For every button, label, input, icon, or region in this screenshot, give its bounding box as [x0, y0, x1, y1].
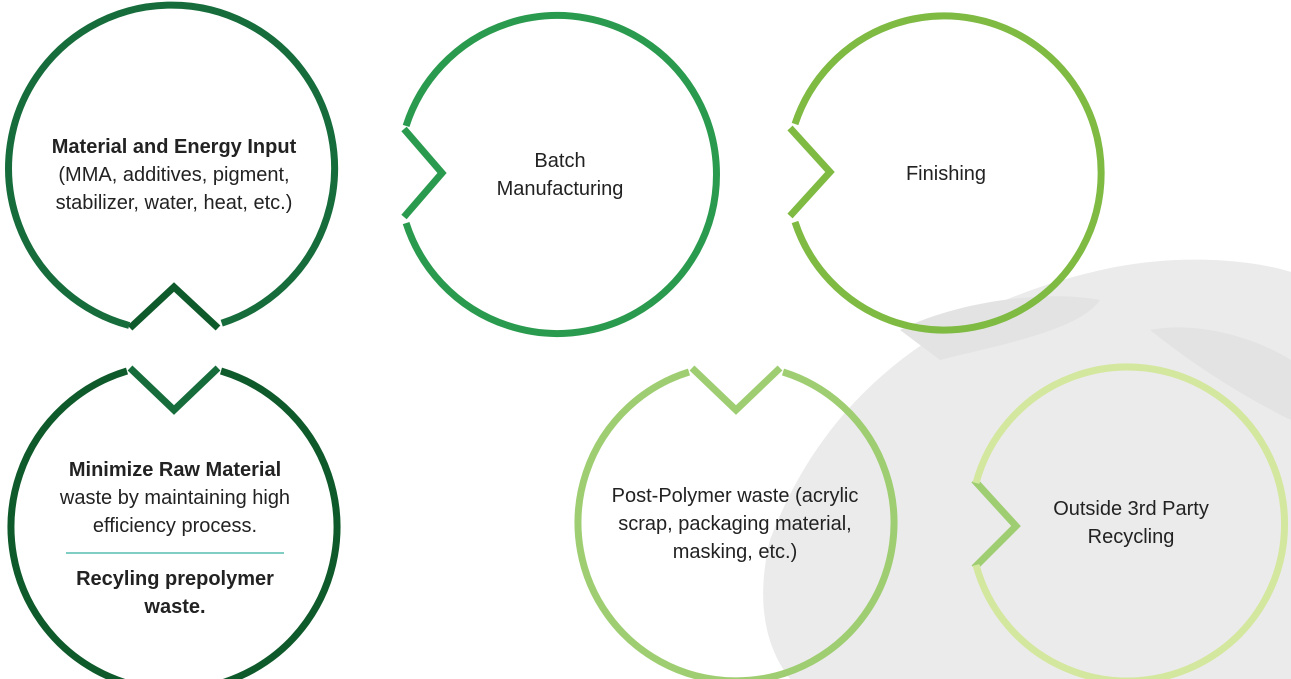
connector-arrow-to-recycling [971, 477, 1021, 571]
circle-minimize-waste [7, 367, 341, 679]
material-input-detail: (MMA, additives, pigment, stabilizer, wa… [55, 164, 293, 214]
circle-material-input [5, 1, 339, 329]
recycle-prepolymer-text: Recyling prepolymer waste. [76, 568, 274, 618]
connector-arrow-to-finishing [787, 125, 835, 219]
minimize-waste-divider [66, 552, 284, 554]
circle-post-polymer-waste [574, 368, 898, 679]
circle-batch-manufacturing [402, 12, 720, 337]
connector-arrow-to-batch [401, 126, 447, 220]
connector-arrow-to-post-polymer [689, 365, 783, 415]
node-third-party-recycling: Outside 3rd Party Recycling [1024, 495, 1238, 551]
batch-manufacturing-label: Batch Manufacturing [496, 150, 624, 200]
circle-third-party-recycling [972, 363, 1288, 679]
circle-finishing [791, 12, 1105, 334]
background-map [763, 259, 1291, 679]
finishing-label: Finishing [905, 163, 987, 185]
node-post-polymer-waste: Post-Polymer waste (acrylic scrap, packa… [594, 482, 876, 566]
third-party-recycling-label: Outside 3rd Party Recycling [1053, 498, 1209, 548]
node-batch-manufacturing: Batch Manufacturing [470, 147, 650, 203]
connector-arrow-up [127, 282, 221, 331]
minimize-waste-detail: waste by maintaining high efficiency pro… [59, 487, 291, 537]
post-polymer-waste-label: Post-Polymer waste (acrylic scrap, packa… [611, 485, 859, 563]
node-minimize-waste: Minimize Raw Material waste by maintaini… [30, 456, 320, 621]
connector-arrow-down [127, 365, 221, 415]
node-finishing: Finishing [866, 160, 1026, 188]
node-material-input: Material and Energy Input (MMA, additive… [22, 133, 326, 217]
minimize-waste-title: Minimize Raw Material [68, 459, 282, 481]
material-input-title: Material and Energy Input [51, 136, 297, 158]
